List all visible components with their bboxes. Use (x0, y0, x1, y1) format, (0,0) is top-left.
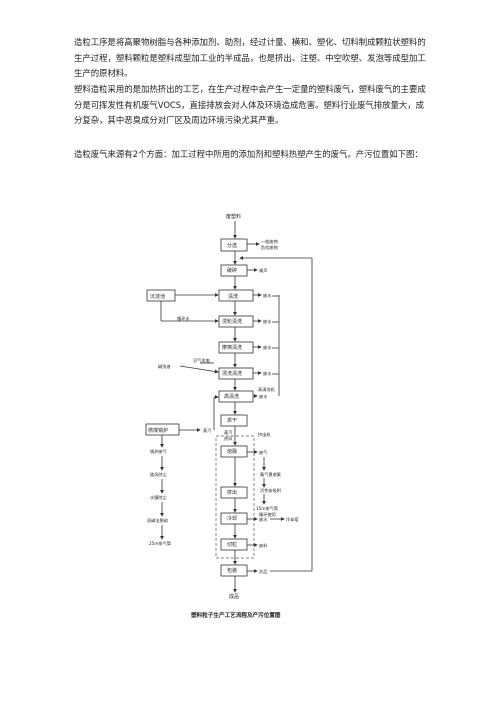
step-crush-label: 破碎 (227, 267, 237, 274)
output-wastewater-1: 废水 (263, 292, 272, 299)
output-wastewater-2: 废水 (263, 318, 272, 325)
step-wheel-wash-label: 漂轮清洗 (222, 318, 242, 325)
output-wastewater-5: 废水 (259, 393, 268, 400)
label-biogas: 沼气发电 (193, 357, 211, 364)
process-paragraph: 塑料造粒采用的是加热挤出的工艺，在生产过程中会产生一定量的塑料废气，塑料废气的主… (74, 84, 426, 126)
step-rinse (218, 367, 254, 380)
output-extruder: 挤出机 (258, 431, 271, 438)
step-clean-label: 清洗 (228, 293, 238, 300)
output-carbon: 活性炭吸附 (260, 487, 282, 494)
output-noise: 噪声 (259, 267, 267, 274)
step-sort (220, 238, 248, 252)
step-sort-label: 分选 (227, 242, 237, 249)
step-wheel-wash (218, 315, 254, 328)
step-melt (220, 445, 248, 458)
step-friction-wash (218, 341, 254, 354)
output-scrap: 废料 (259, 542, 268, 549)
step-pack-label: 包装 (227, 567, 237, 574)
output-defects: 次品 (259, 568, 267, 575)
output-cool-water: 废水 (259, 516, 268, 523)
step-dry-label: 烘干 (227, 417, 237, 424)
annotation-steam: 蒸汽 (224, 429, 233, 436)
output-wastewater-3: 废水 (263, 344, 272, 351)
box-sediment-label: 沉淀池 (150, 293, 165, 300)
step-high-wash (218, 390, 254, 403)
end-label: 成品 (229, 593, 239, 600)
step-high-wash-label: 高清洗 (224, 393, 239, 400)
step-clean (218, 289, 254, 302)
output-wash-machine: 高清洗机 (258, 386, 276, 393)
annotation-hot-air: 热风 (224, 435, 233, 442)
box-boiler (145, 423, 180, 436)
step-cool-label: 冷却 (227, 515, 237, 522)
box-boiler-label: 燃煤锅炉 (148, 427, 168, 434)
step-rinse-label: 漂洗清洗 (222, 370, 242, 377)
output-hazardous-waste: 危险废物 (261, 244, 278, 251)
exhaust-boiler-gas: 锅炉废气 (150, 448, 168, 455)
exhaust-water-film: 水膜除尘 (150, 494, 167, 501)
output-exhaust: 废气 (259, 449, 268, 456)
step-crush (220, 264, 248, 277)
exhaust-stack-25m: 25m排气筒 (149, 540, 171, 547)
diagram-caption: 塑料粒子生产工艺流程及产污位置图 (191, 611, 281, 619)
step-friction-wash-label: 摩擦清洗 (222, 344, 242, 351)
step-dry (220, 414, 248, 427)
exhaust-desulfur: 双碱法脱硫 (147, 517, 169, 524)
label-steam: 蒸汽 (203, 427, 212, 434)
step-extrude-label: 挤出 (227, 489, 237, 496)
label-recycle-water: 循环水 (177, 315, 190, 322)
label-caustic: 碱洗液 (158, 363, 171, 370)
output-general-waste: 一般废物 (261, 238, 278, 245)
step-melt-label: 熔融 (227, 448, 237, 455)
output-cooling-tower: 冷却塔 (286, 516, 299, 523)
start-label: 废塑料 (226, 213, 241, 220)
step-extrude (220, 486, 248, 499)
step-cut-label: 切粒 (227, 541, 237, 548)
output-stack-15m: 15m排气筒 (256, 505, 278, 512)
step-pack (220, 564, 248, 577)
output-wastewater-4: 废水 (263, 370, 272, 377)
step-cool (220, 512, 248, 525)
intro-paragraph: 造粒工序是将高聚物树脂与各种添加剂、助剂，经过计量、横和、塑化、切料制成颗粒状塑… (74, 37, 426, 79)
output-hood: 集气罩收集 (260, 471, 282, 478)
source-paragraph: 造粒废气来源有2个方面：加工过程中所用的添加剂和塑料热塑产生的废气。产污位置如下… (74, 149, 423, 159)
exhaust-cyclone: 旋风除尘 (150, 471, 167, 478)
step-cut (220, 538, 248, 551)
output-recycle-note: 循环使用 (259, 511, 276, 518)
